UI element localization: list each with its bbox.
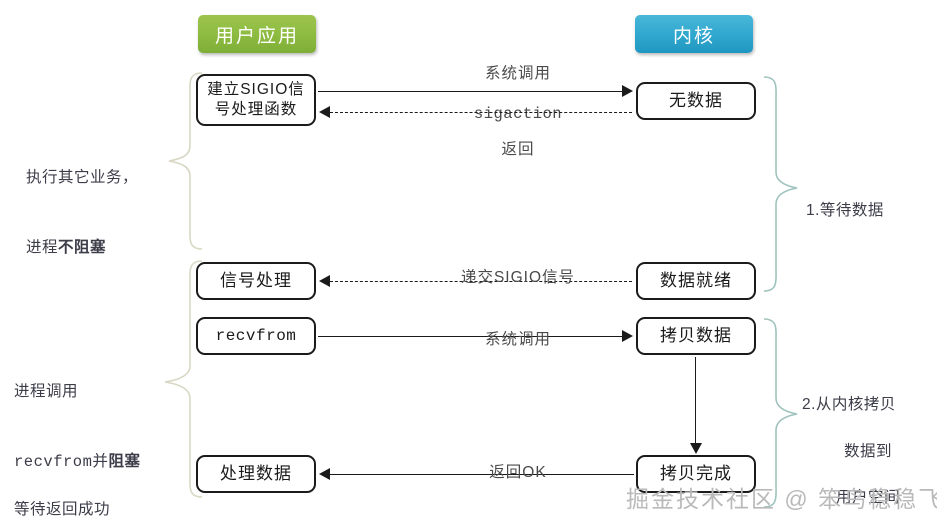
arrow-return-ok-head [319,468,330,480]
label-return: 返回 [398,120,638,180]
box-copy-data: 拷贝数据 [636,317,756,355]
arrow-syscall-line [318,336,624,337]
note-nonblocking: 执行其它业务， 进程不阻塞 [26,143,161,283]
box-recvfrom-label: recvfrom [215,326,297,345]
note-wait-data: 1.等待数据 [806,176,931,246]
note-blocking-bold: 阻塞 [108,453,141,470]
label-deliver-sigio: 递交SIGIO信号 [398,248,638,308]
box-copy-done: 拷贝完成 [636,455,756,493]
box-signal-handle: 信号处理 [196,262,316,300]
note-blocking-line2: recvfrom并阻塞 [14,427,159,475]
arrow-sigaction-head [622,85,633,97]
user-application-label: 用户应用 [214,25,299,47]
box-copy-data-label: 拷贝数据 [660,326,732,346]
note-nonblocking-line2: 进程不阻塞 [26,213,161,260]
box-copy-done-label: 拷贝完成 [660,464,732,484]
box-recvfrom: recvfrom [196,317,316,355]
arrow-deliver-sigio-head [319,275,330,287]
label-return-ok-text: 返回OK [489,464,547,482]
box-sigio-handler-label: 建立SIGIO信 号处理函数 [207,81,305,118]
note-copy-to-userspace: 2.从内核拷贝 数据到 用户空间 [802,370,934,526]
box-data-ready-label: 数据就绪 [660,271,732,291]
note-copy-line2: 数据到 [843,442,892,460]
arrow-syscall-head [622,330,633,342]
label-deliver-sigio-text: 递交SIGIO信号 [460,269,576,287]
box-no-data-label: 无数据 [669,91,723,111]
box-no-data: 无数据 [636,82,756,120]
right-brace-wait-data [763,76,798,292]
note-nonblocking-bold: 不阻塞 [58,239,107,256]
note-wait-data-text: 1.等待数据 [806,202,884,220]
note-blocking-suffix: 并 [92,453,109,470]
box-process-data-label: 处理数据 [220,464,292,484]
note-nonblocking-prefix: 进程 [26,239,59,256]
left-brace-blocking [164,260,203,498]
kernel-header: 内核 [635,15,753,53]
label-syscall-sigaction-line2: sigaction [473,105,563,124]
note-blocking-line1: 进程调用 [14,383,79,401]
arrow-return-ok-line [330,474,634,475]
arrow-return-head [319,106,330,118]
note-copy-line3: 用户空间 [835,489,900,507]
label-syscall-sigaction-line1: 系统调用 [484,65,551,83]
label-return-ok: 返回OK [398,443,638,503]
box-sigio-handler: 建立SIGIO信 号处理函数 [196,74,316,126]
label-syscall-text: 系统调用 [484,331,551,349]
arrow-return-line [330,112,632,113]
arrow-deliver-sigio-line [330,281,632,282]
note-blocking-line3: 等待返回成功 [14,500,111,518]
label-syscall: 系统调用 [398,310,638,370]
label-return-text: 返回 [501,141,535,159]
box-data-ready: 数据就绪 [636,262,756,300]
watermark: 掘金技术社区 @ 笨鸟稳稳飞 [626,486,937,512]
note-nonblocking-line1: 执行其它业务， [26,169,139,187]
box-process-data: 处理数据 [196,455,316,493]
user-application-header: 用户应用 [198,15,316,53]
box-signal-handle-label: 信号处理 [220,271,292,291]
arrow-sigaction-line [318,91,624,92]
right-brace-copy-data [763,318,798,508]
note-blocking-recvfrom: recvfrom [14,453,93,471]
label-syscall-sigaction: 系统调用 sigaction [398,44,638,145]
note-copy-line1: 2.从内核拷贝 [802,396,896,414]
arrow-copy-progress-line [695,357,696,445]
note-blocking: 进程调用 recvfrom并阻塞 等待返回成功 标示 [14,357,159,526]
arrow-copy-progress-head [690,443,702,454]
kernel-label: 内核 [672,25,715,47]
left-brace-nonblocking [168,72,203,250]
